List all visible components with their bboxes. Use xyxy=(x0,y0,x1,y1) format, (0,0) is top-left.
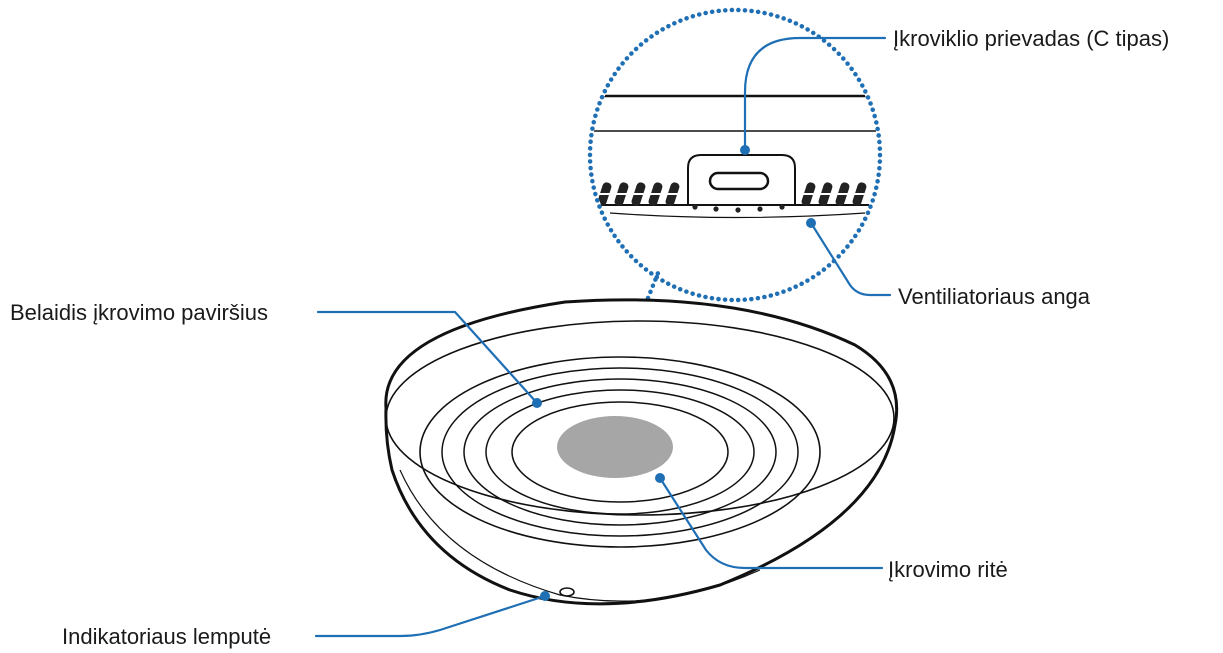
leader-fan-vent xyxy=(806,218,892,297)
label-wireless-surface: Belaidis įkrovimo paviršius xyxy=(10,300,268,325)
leader-indicator-light xyxy=(314,591,550,638)
leader-charging-coil xyxy=(655,473,884,570)
label-charging-coil: Įkrovimo ritė xyxy=(888,557,1008,582)
charging-coil xyxy=(557,416,673,478)
indicator-light-icon xyxy=(559,587,575,597)
usb-c-port-icon xyxy=(708,171,770,191)
label-fan-vent: Ventiliatoriaus anga xyxy=(898,284,1091,309)
zoom-circle-border xyxy=(587,7,883,303)
label-charger-port: Įkroviklio prievadas (C tipas) xyxy=(893,26,1169,51)
vent-dots xyxy=(692,204,785,213)
zoom-detail xyxy=(587,7,883,303)
leader-charger-port xyxy=(740,36,887,155)
port-housing xyxy=(687,154,796,205)
vent-slots-right xyxy=(800,182,878,206)
label-indicator-light: Indikatoriaus lemputė xyxy=(62,624,271,649)
leader-wireless-surface xyxy=(316,310,542,408)
charger-pad xyxy=(384,298,899,606)
vent-slots-left xyxy=(597,182,680,206)
